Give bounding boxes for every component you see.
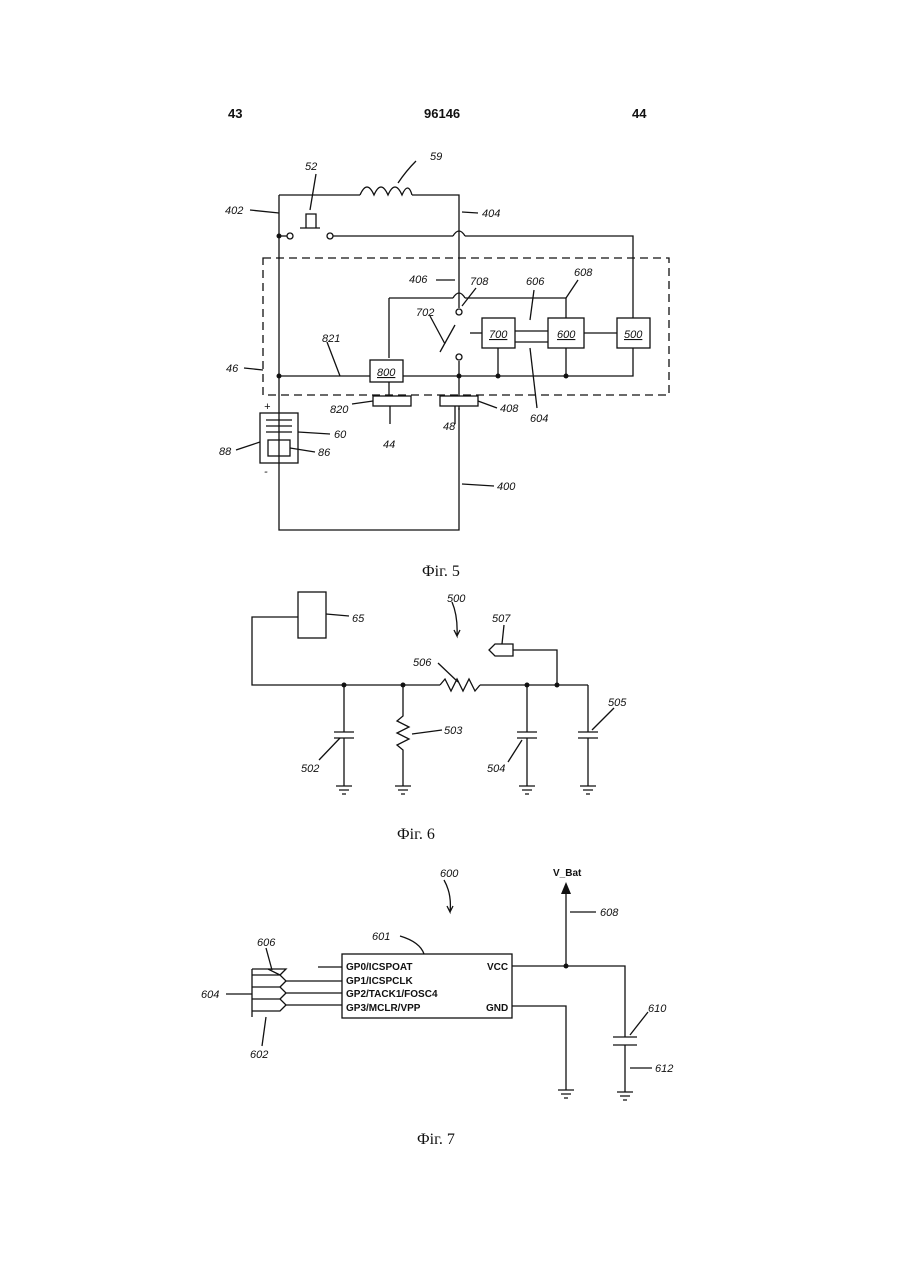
label-600: 600 (440, 868, 459, 880)
figure-7-caption: Фіг. 7 (417, 1131, 455, 1149)
label-601: 601 (372, 931, 390, 943)
label-vbat: V_Bat (553, 868, 582, 879)
pin-gnd: GND (486, 1003, 508, 1014)
label-602: 602 (250, 1049, 268, 1061)
pin-gp0: GP0/ICSPOAT (346, 962, 413, 973)
pin-gp1: GP1/ICSPCLK (346, 976, 413, 987)
pin-gp2: GP2/TACK1/FOSC4 (346, 989, 438, 1000)
label-608: 608 (600, 907, 619, 919)
label-604: 604 (201, 989, 219, 1001)
label-612: 612 (655, 1063, 673, 1075)
pin-vcc: VCC (487, 962, 508, 973)
pin-gp3: GP3/MCLR/VPP (346, 1003, 421, 1014)
label-610: 610 (648, 1003, 667, 1015)
label-606: 606 (257, 937, 276, 949)
